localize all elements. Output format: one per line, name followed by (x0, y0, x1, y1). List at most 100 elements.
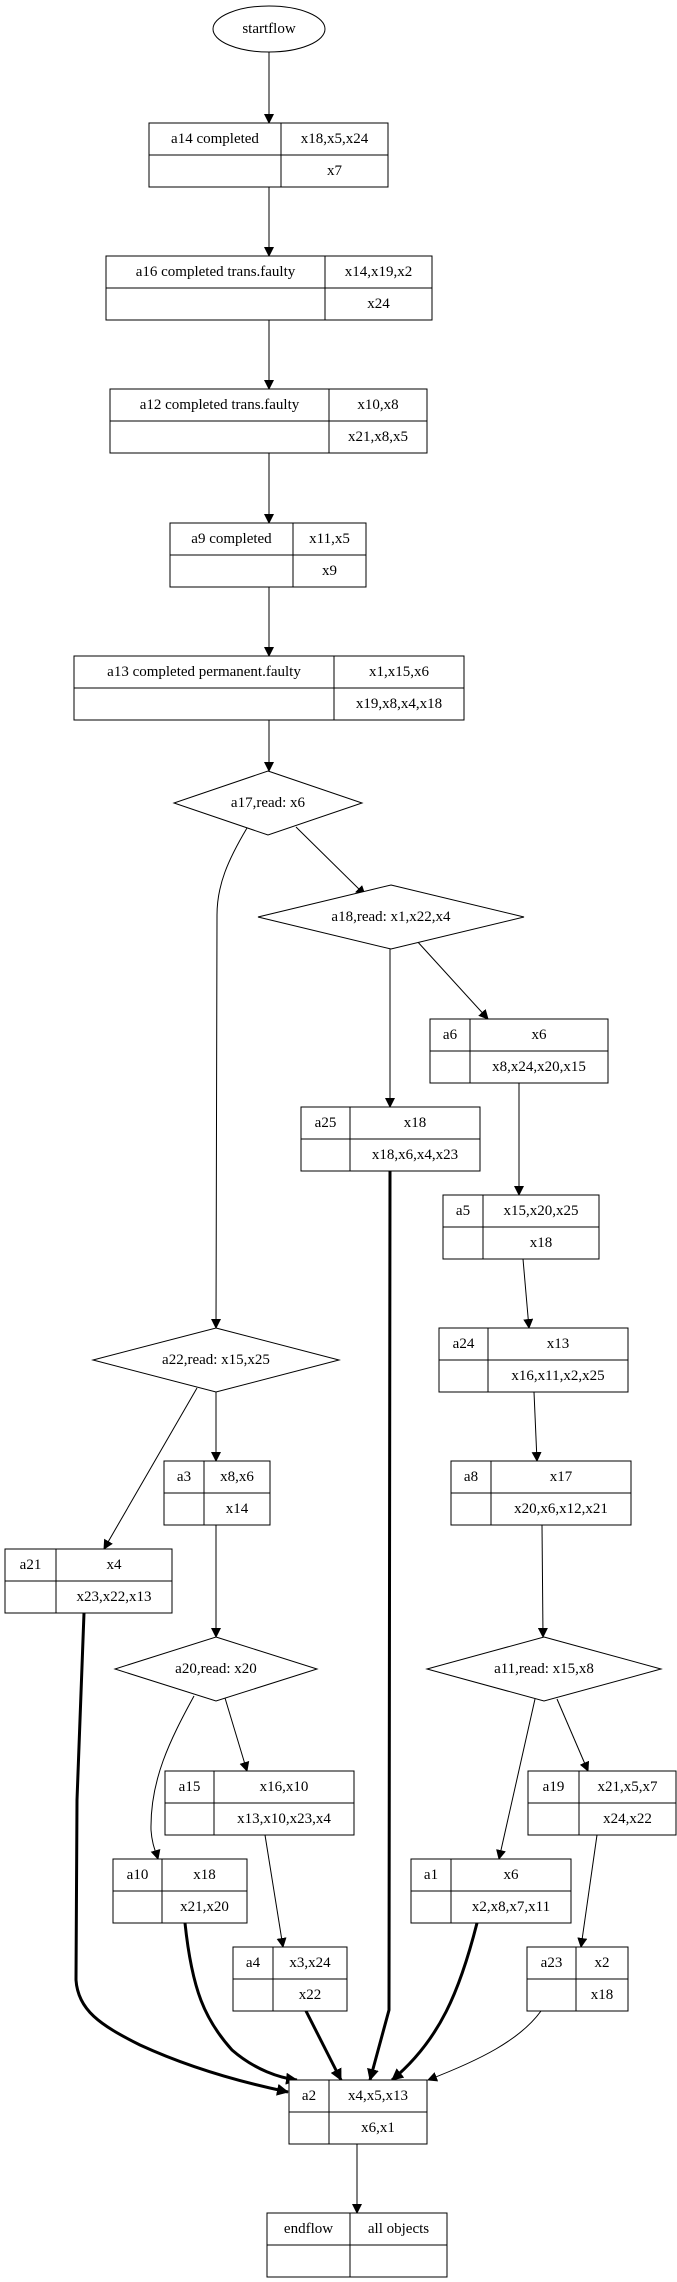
record-title: a12 completed trans.faulty (140, 397, 300, 413)
record-bottom-objects: x18 (530, 1235, 553, 1251)
nodes-layer: startflow a14 completed x18,x5,x24 x7 a16 co… (4, 5, 677, 2278)
record-top-objects: x6 (532, 1027, 548, 1043)
record-top-objects: x6 (504, 1867, 520, 1883)
node-label: startflow (242, 21, 295, 37)
record-bottom-objects: x24,x22 (603, 1811, 652, 1827)
edge-a4-to-a2 (304, 2010, 343, 2081)
record-bottom-objects: x13,x10,x23,x4 (237, 1811, 331, 1827)
record-bottom-objects: x18 (591, 1987, 614, 2003)
edges-layer (74, 52, 598, 2214)
node-a14[interactable]: a14 completed x18,x5,x24 x7 (148, 122, 389, 188)
decision-label: a18,read: x1,x22,x4 (331, 909, 451, 925)
edge-a24-to-a8 (531, 1391, 542, 1462)
edge-a17-to-a18 (295, 826, 366, 896)
edge-a18-to-a6 (415, 939, 489, 1020)
record-top-objects: x1,x15,x6 (369, 664, 430, 680)
record-title: a13 completed permanent.faulty (107, 664, 301, 680)
decision-diamond (257, 884, 525, 950)
record-bottom-objects: x21,x20 (180, 1899, 229, 1915)
record-top-objects: x16,x10 (260, 1779, 309, 1795)
node-a24[interactable]: a24 x13 x16,x11,x2,x25 (438, 1327, 629, 1393)
node-a4[interactable]: a4 x3,x24 x22 (232, 1946, 348, 2012)
node-endflow[interactable]: endflow all objects (266, 2212, 448, 2278)
node-a10[interactable]: a10 x18 x21,x20 (112, 1858, 248, 1924)
record-top-objects: x13 (547, 1336, 570, 1352)
record-title: a5 (456, 1203, 470, 1219)
edge-a21-to-a2 (74, 1612, 289, 2096)
record-top-objects: x4 (107, 1557, 123, 1573)
record-top-objects: x4,x5,x13 (348, 2088, 408, 2104)
record-top-objects: x11,x5 (309, 531, 350, 547)
record-bottom-objects: x22 (299, 1987, 322, 2003)
decision-diamond (91, 1327, 341, 1393)
edge-a22-to-a21 (103, 1387, 198, 1550)
record-top-objects: x18 (193, 1867, 216, 1883)
record-top-objects: x18,x5,x24 (301, 131, 369, 147)
record-title: a6 (443, 1027, 458, 1043)
record-title: a14 completed (171, 131, 259, 147)
edge-a25-to-a2 (367, 1170, 392, 2081)
record-title: a9 completed (191, 531, 272, 547)
decision-diamond (425, 1636, 663, 1702)
decision-label: a17,read: x6 (231, 795, 306, 811)
record-bottom-objects: x6,x1 (361, 2120, 395, 2136)
edge-a19-to-a23 (577, 1834, 598, 1948)
record-bottom-objects: x21,x8,x5 (348, 429, 408, 445)
node-a9[interactable]: a9 completed x11,x5 x9 (169, 522, 367, 588)
record-title: a23 (541, 1955, 563, 1971)
node-startflow[interactable]: startflow (212, 5, 326, 53)
record-top-objects: x8,x6 (220, 1469, 254, 1485)
node-a16[interactable]: a16 completed trans.faulty x14,x19,x2 x24 (105, 255, 433, 321)
record-top-objects: x3,x24 (289, 1955, 331, 1971)
edge-a11-to-a19 (556, 1698, 590, 1772)
edge-a17-to-a22 (211, 827, 248, 1329)
edge-a8-to-a11 (537, 1524, 548, 1638)
edge-a20-to-a10 (150, 1695, 195, 1860)
record-bottom-objects: x24 (367, 296, 390, 312)
record-title: endflow (284, 2221, 333, 2237)
record-title: a1 (424, 1867, 438, 1883)
edge-a1-to-a2 (391, 1922, 479, 2082)
node-a17[interactable]: a17,read: x6 (172, 770, 364, 836)
record-top-objects: x14,x19,x2 (345, 264, 413, 280)
node-a22[interactable]: a22,read: x15,x25 (91, 1327, 341, 1393)
record-bottom-objects: x7 (327, 163, 343, 179)
record-top-objects: x17 (550, 1469, 573, 1485)
decision-label: a20,read: x20 (175, 1661, 257, 1677)
record-title: a24 (453, 1336, 475, 1352)
record-title: a10 (127, 1867, 149, 1883)
node-a20[interactable]: a20,read: x20 (113, 1636, 319, 1702)
record-title: a25 (315, 1115, 337, 1131)
record-top-objects: x2 (595, 1955, 610, 1971)
record-title: a8 (464, 1469, 478, 1485)
record-bottom-objects: x9 (322, 563, 337, 579)
node-a23[interactable]: a23 x2 x18 (526, 1946, 629, 2012)
edge-a20-to-a15 (224, 1697, 250, 1772)
record-title: a4 (246, 1955, 261, 1971)
record-title: a21 (20, 1557, 42, 1573)
edge-a15-to-a4 (264, 1834, 287, 1948)
record-title: a16 completed trans.faulty (136, 264, 296, 280)
decision-label: a11,read: x15,x8 (494, 1661, 594, 1677)
decision-label: a22,read: x15,x25 (162, 1352, 270, 1368)
record-title: a3 (177, 1469, 191, 1485)
record-bottom-objects: x16,x11,x2,x25 (511, 1368, 604, 1384)
edge-a23-to-a2 (427, 2010, 542, 2082)
record-top-objects: x18 (404, 1115, 427, 1131)
node-a18[interactable]: a18,read: x1,x22,x4 (257, 884, 525, 950)
node-a11[interactable]: a11,read: x15,x8 (425, 1636, 663, 1702)
record-top-objects: all objects (368, 2221, 429, 2237)
